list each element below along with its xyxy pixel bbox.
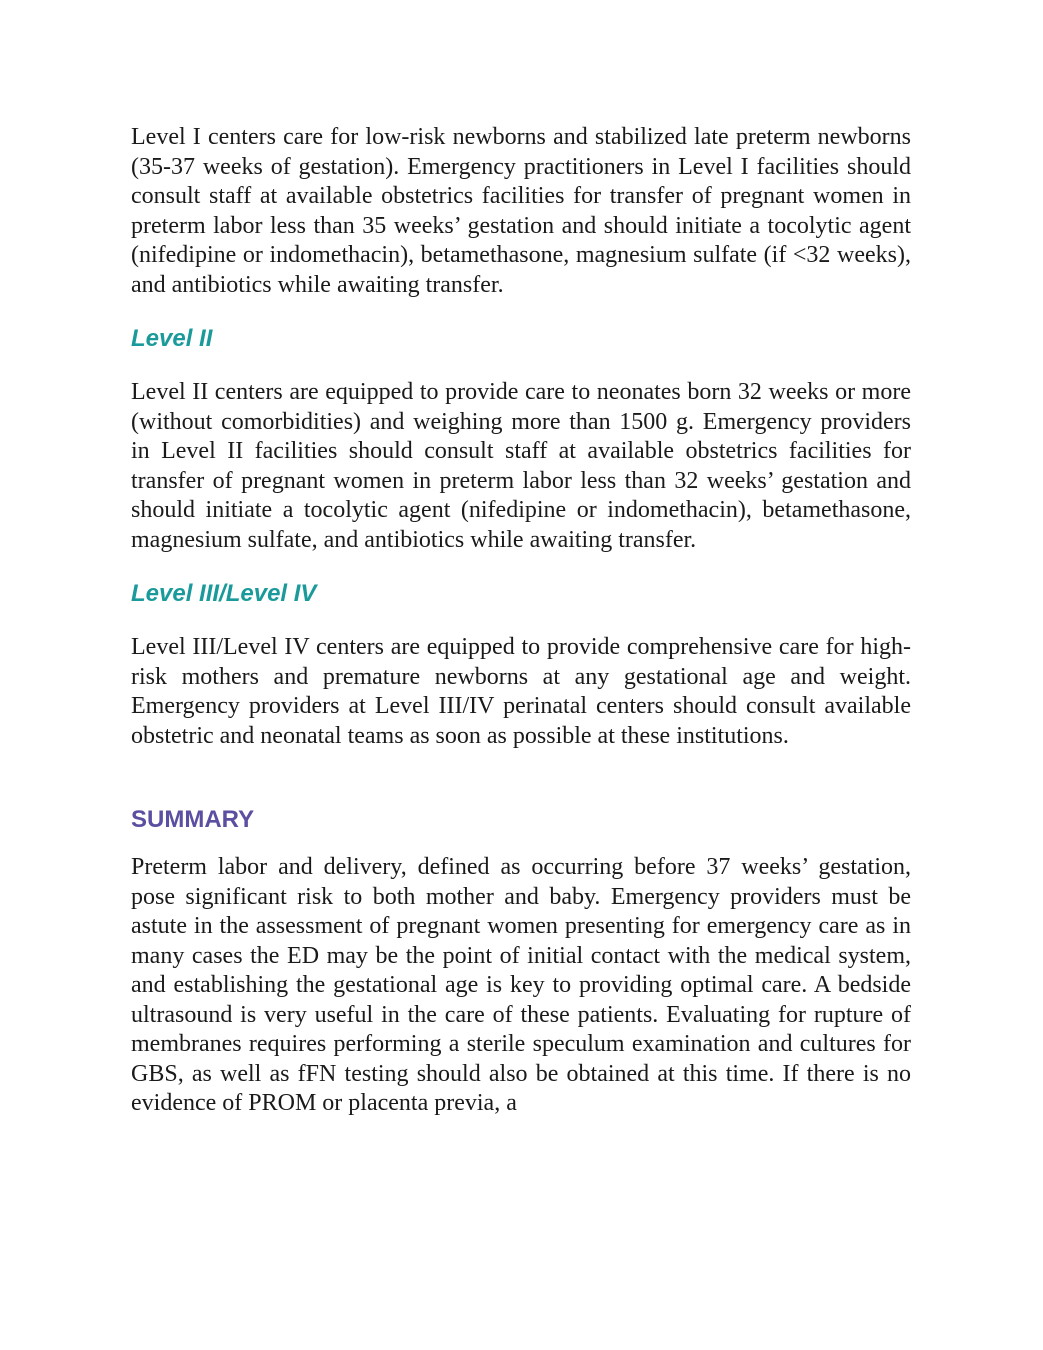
paragraph-summary: Preterm labor and delivery, defined as o… [131,854,911,1116]
document-page: Level I centers care for low-risk newbor… [131,123,911,1119]
heading-summary: SUMMARY [131,806,255,833]
paragraph-level3-level4: Level III/Level IV centers are equipped … [131,634,911,749]
paragraph-level1: Level I centers care for low-risk newbor… [131,124,911,298]
paragraph-level2: Level II centers are equipped to provide… [131,379,911,553]
heading-level2: Level II [131,325,213,352]
heading-level3-level4: Level III/Level IV [131,580,317,607]
